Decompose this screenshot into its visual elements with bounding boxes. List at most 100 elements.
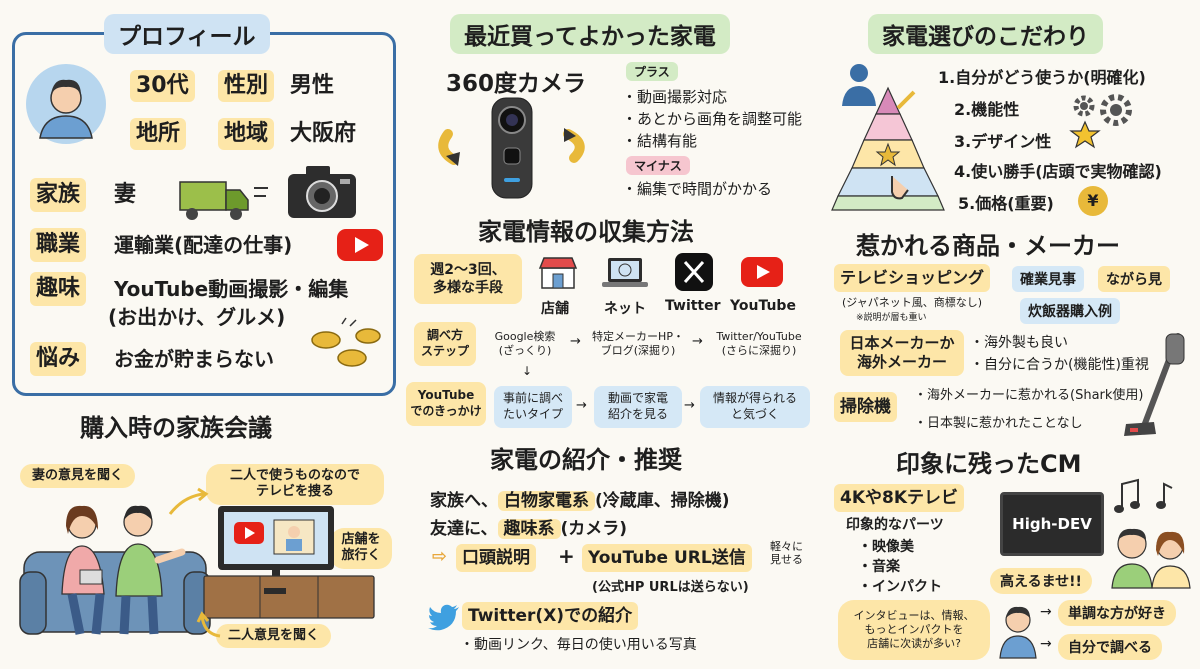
product-name: 360度カメラ [446,71,587,97]
youtube-url: YouTube URL送信 [582,544,752,572]
arrow-icon: → [684,398,695,413]
maker-question: 日本メーカーか 海外メーカー [840,330,964,376]
tv-shopping-sub: (ジャパネット風、商標なし) [842,296,983,309]
person-icon [842,64,876,106]
cm-self-research: 自分で調べる [1058,634,1162,660]
tv-illustration [203,506,375,619]
criteria-item: 4.使い勝手(店頭で実物確認) [954,162,1162,181]
criteria-title: 家電選びのこだわり [868,14,1103,54]
flow-realize: 情報が得られる と気づく [700,386,810,428]
source-net: ネット [604,301,646,317]
arrow-icon: → [692,334,703,349]
gear-icon [1073,94,1132,126]
vacuum-item: ・日本製に惹かれたことなし [914,416,1083,431]
criteria-item: 5.価格(重要) [958,194,1054,213]
hobby-value-2: (お出かけ、グルメ) [108,305,286,329]
plus-item: ・あとから画角を調整可能 [622,110,803,128]
360-camera-icon [438,97,585,199]
tag-b: ながら見 [1098,266,1170,292]
plus-sign: + [558,544,575,568]
arrow-icon: → [1040,604,1052,620]
recommend-category: 白物家電系 [498,491,595,511]
cm-screen-text: High-DEV [1012,515,1092,533]
tag-c: 炊飯器購入例 [1020,298,1120,324]
recommend-line-2: 友達に、趣味系(カメラ) [430,514,627,539]
recommend-target: 家族へ、 [430,491,498,511]
person-icon [999,606,1037,659]
cm-part-item: ・映像美 [858,539,914,555]
vacuum-label: 掃除機 [834,392,897,422]
recent-title: 最近買ってよかった家電 [450,14,730,54]
cm-title: 印象に残ったCM [896,450,1082,478]
steps-label: 調べ方 ステップ [414,322,476,366]
verbal-explanation: 口頭説明 [456,544,536,572]
laptop-icon [602,258,648,287]
avatar-icon [26,64,106,144]
vacuum-icon [1124,333,1185,436]
hobby-value-1: YouTube動画撮影・編集 [114,277,349,301]
region-key: 地所 [130,118,187,150]
star-icon [1069,120,1101,149]
youtube-icon [337,229,383,261]
cm-part-item: ・音楽 [858,559,900,575]
region-label: 地域 [218,118,275,150]
bubble-both: 二人意見を聞く [216,624,332,649]
youtube-trigger-label: YouTube でのきっかけ [406,382,486,426]
bubble-store: 店舗を 旅行く [330,528,392,569]
step-twitter-youtube: Twitter/YouTube (さらに深掘り) [716,329,802,357]
arrow-icon: → [1040,636,1052,652]
worry-label: 悩み [30,342,87,376]
easy-note: 軽々に 見せる [770,540,803,567]
cm-part-item: ・インパクト [858,579,942,595]
gender-label: 性別 [218,70,275,102]
maker-item: ・自分に合うか(機能性)重視 [970,357,1149,373]
age-value: 30代 [130,70,195,102]
recommend-line-1: 家族へ、白物家電系(冷蔵庫、掃除機) [430,486,730,511]
cm-simple: 単調な方が好き [1058,600,1176,626]
audience-illustration [1111,528,1191,589]
flow-watch-video: 動画で家電 紹介を見る [594,386,682,428]
criteria-item: 1.自分がどう使うか(明確化) [938,68,1146,87]
region-value: 大阪府 [290,121,357,146]
plus-label: プラス [626,62,678,81]
source-store: 店舗 [541,301,569,317]
arrow-icon: → [576,398,587,413]
criteria-item: 3.デザイン性 [954,132,1052,151]
priority-pyramid [831,86,945,211]
vacuum-item: ・海外メーカーに惹かれる(Shark使用) [914,388,1144,403]
bubble-together: 二人で使うものなので テレビを捜る [206,464,384,505]
cm-parts: 印象的なパーツ [846,517,944,533]
attracted-title: 惹かれる商品・メーカー [856,232,1120,260]
maker-item: ・海外製も良い [970,335,1068,351]
youtube-icon [741,257,783,287]
source-twitter: Twitter [665,298,721,314]
profile-title: プロフィール [104,14,270,54]
minus-item: ・編集で時間がかかる [622,180,773,198]
family-value: 妻 [114,182,137,207]
recommend-target: 友達に、 [430,519,498,539]
minus-label: マイナス [626,156,690,175]
job-value: 運輸業(配達の仕事) [114,233,293,257]
recommend-examples: (カメラ) [560,519,628,539]
step-maker: 特定メーカーHP・ ブログ(深掘り) [592,329,684,357]
cm-tv-screen: High-DEV [1000,492,1104,556]
frequency-box: 週2～3回、 多様な手段 [414,254,522,304]
yen-icon: ¥ [1078,186,1108,216]
hobby-label: 趣味 [30,272,87,306]
music-note-icon [1114,478,1173,513]
coins-icon [311,317,381,367]
gender-value: 男性 [290,73,335,98]
truck-icon [179,181,268,220]
twitter-recommend-item: ・動画リンク、毎日の使い用いる写真 [460,637,697,653]
arrow-icon: → [570,334,581,349]
recommend-examples: (冷蔵庫、掃除機) [595,491,730,511]
job-label: 職業 [30,228,87,262]
criteria-item: 2.機能性 [954,100,1020,119]
cm-tv-label: 4Kや8Kテレビ [834,484,965,512]
tv-shopping-note: ※説明が層も重い [856,313,927,323]
source-youtube: YouTube [730,298,796,314]
step-google: Google検索 (ざっくり) [494,329,556,357]
plus-item: ・動画撮影対応 [622,88,728,106]
arrow-icon [196,611,221,638]
cm-speech: 高えるませ!! [990,568,1092,594]
